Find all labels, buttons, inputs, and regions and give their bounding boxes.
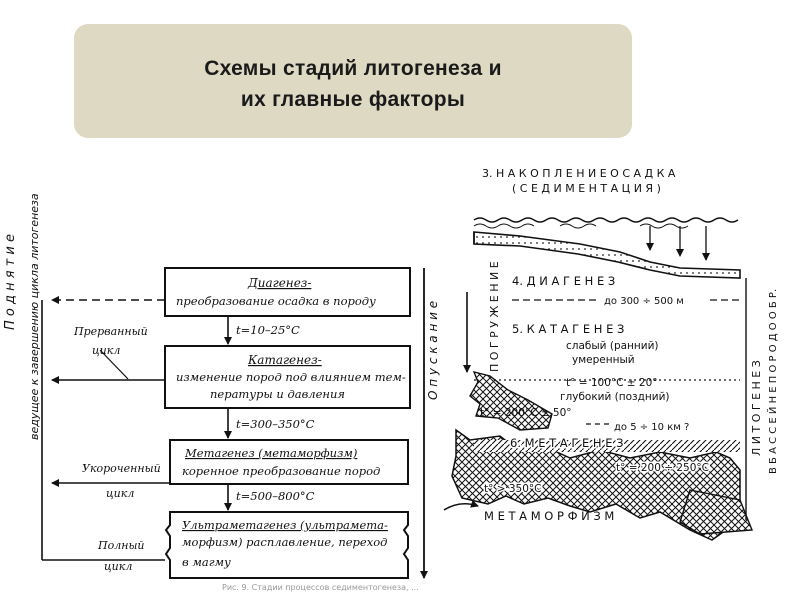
box-catagenesis-title: Катагенез- <box>247 353 322 367</box>
catagenesis-deep: глубокий (поздний) <box>560 391 670 403</box>
temp-label-1: t=10–25°С <box>236 323 300 337</box>
lithogenesis-vertical-label: Л И Т О Г Е Н Е З <box>750 360 763 456</box>
cycle-shortened-2: цикл <box>106 487 134 500</box>
figure-caption: Рис. 9. Стадии процессов седиментогенеза… <box>222 583 419 592</box>
depth-label-2: до 5 ÷ 10 км ? <box>614 422 689 433</box>
uplift-label: П о д н я т и е <box>3 234 18 330</box>
box-ultrametagenesis-text1: морфизм) расплавление, переход <box>182 535 387 549</box>
temp-200: t° = 200°С ± 50° <box>480 407 572 419</box>
cycle-full-1: Полный <box>97 539 145 552</box>
temp-100: t° = 100°С ± 20° <box>566 377 658 389</box>
box-catagenesis-text2: пературы и давления <box>210 387 345 401</box>
catagenesis-weak: слабый (ранний) <box>566 340 659 352</box>
metamorphism-zone <box>680 490 752 534</box>
metamorphism-label: М Е Т А М О Р Ф И З М <box>484 509 614 523</box>
temp-250: t° = 200 ÷ 250°С <box>616 462 709 474</box>
subsidence-vertical-label: П О Г Р У Ж Е Н И Е <box>488 261 501 372</box>
catagenesis-stage-label: 5. К А Т А Г Е Н Е З <box>512 322 624 336</box>
temp-label-3: t=500–800°С <box>236 489 315 503</box>
subsidence-label: О п у с к а н и е <box>426 301 440 400</box>
water-and-sediment <box>474 218 740 278</box>
diagenesis-stage-label: 4. Д И А Г Е Н Е З <box>512 274 615 288</box>
box-metagenesis-title: Метагенез (метаморфизм) <box>184 446 357 460</box>
box-ultrametagenesis-text2: в магму <box>182 555 231 569</box>
rock-mass-upper <box>470 372 552 430</box>
cycle-interrupted-2: цикл <box>92 344 120 357</box>
right-scheme: 3. Н А К О П Л Е Н И Е О С А Д К А ( С Е… <box>444 167 779 540</box>
basin-vertical-label: В Б А С С Е Й Н Е П О Р О Д О О Б Р. <box>766 289 779 474</box>
sedimentation-subheader: ( С Е Д И М Е Н Т А Ц И Я ) <box>512 182 661 195</box>
cycle-shortened-1: Укороченный <box>82 462 161 475</box>
cycle-interrupted-1: Прерванный <box>73 325 148 338</box>
box-diagenesis-title: Диагенез- <box>247 276 311 290</box>
temp-350: t° > 350°С <box>484 483 541 495</box>
cycle-full-2: цикл <box>104 560 132 573</box>
depth-label-1: до 300 ÷ 500 м <box>604 296 684 307</box>
box-metagenesis-text: коренное преобразование пород <box>182 464 380 478</box>
box-diagenesis-text: преобразование осадка в породу <box>176 294 376 308</box>
left-scheme: П о д н я т и е ведущее к завершению цик… <box>3 193 440 592</box>
uplift-sublabel: ведущее к завершению цикла литогенеза <box>28 193 41 440</box>
box-catagenesis-text1: изменение пород под влиянием тем- <box>176 370 406 384</box>
catagenesis-moderate: умеренный <box>572 354 635 366</box>
temp-label-2: t=300–350°С <box>236 417 315 431</box>
sedimentation-header: 3. Н А К О П Л Е Н И Е О С А Д К А <box>482 167 676 180</box>
box-ultrametagenesis-title: Ультраметагенез (ультраметa- <box>182 518 388 532</box>
metagenesis-stage-label: 6. М Е Т А Г Е Н Е З <box>510 436 624 450</box>
